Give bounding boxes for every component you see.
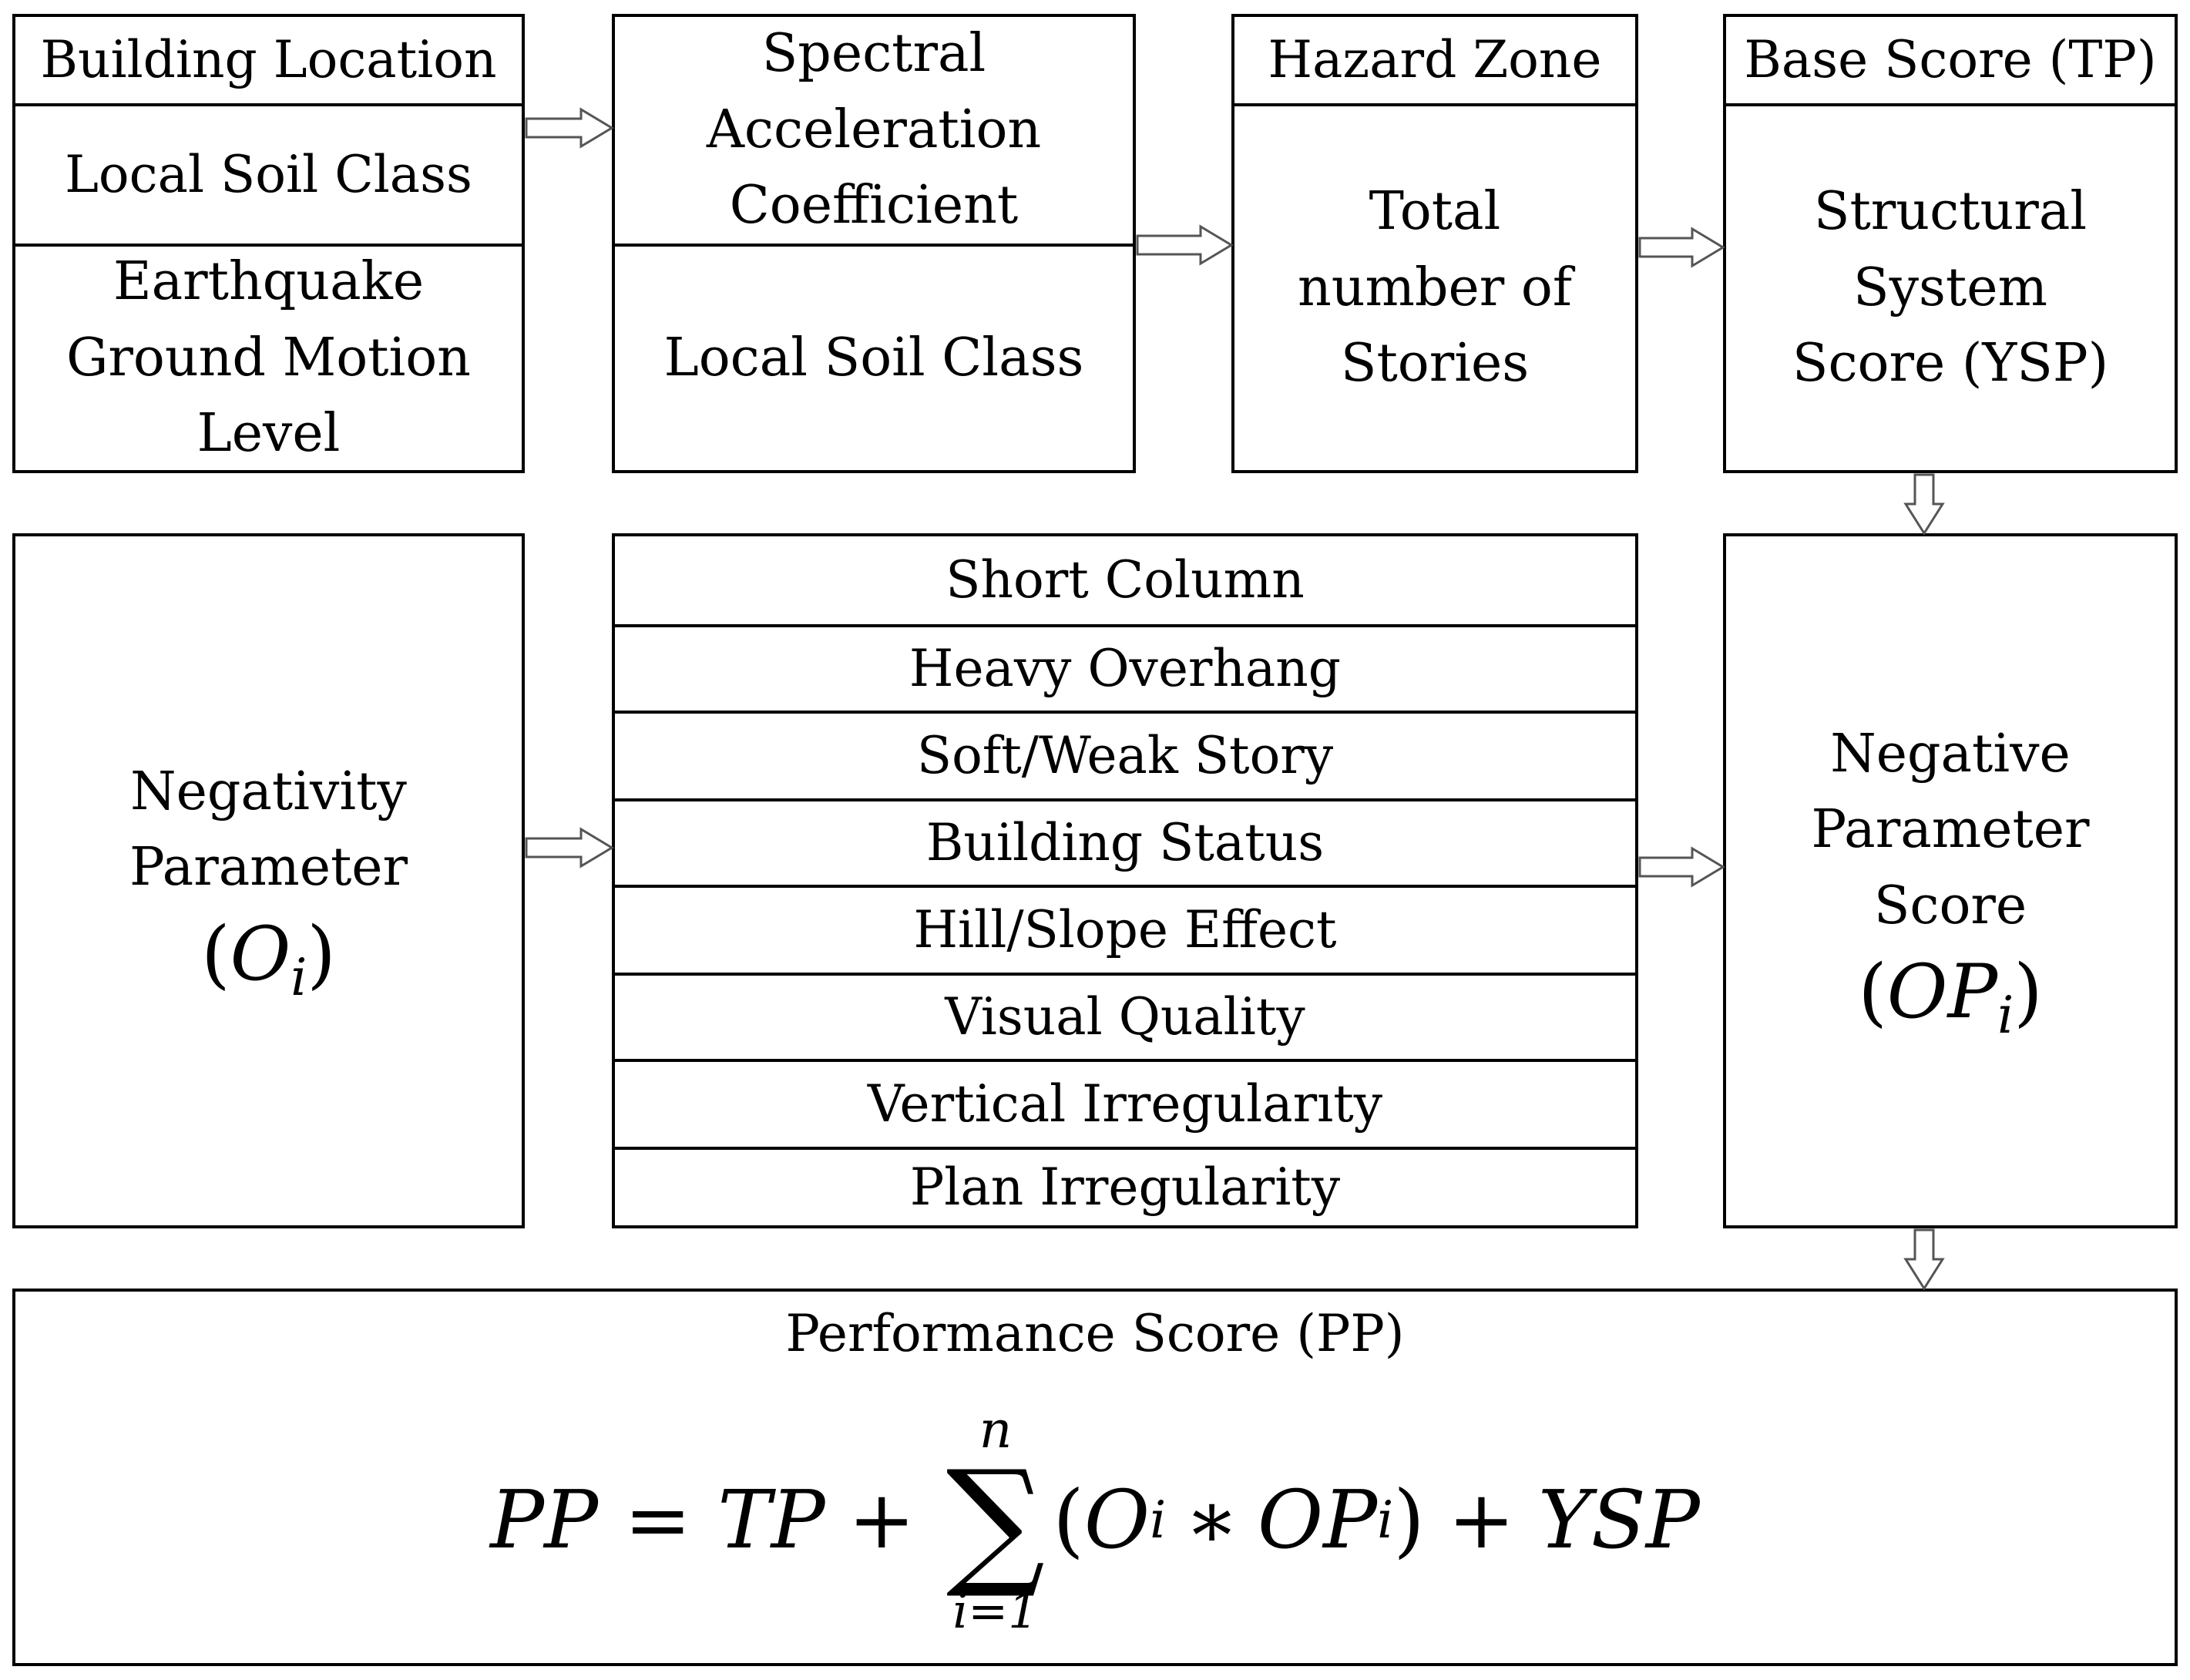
negative-score-symbol-subscript: i [1997,986,2014,1046]
negativity-parameter-label: Negativity Parameter [129,761,408,899]
arrow-down-icon [1903,1228,1945,1291]
arrow-right-icon [1638,846,1725,888]
formula-plus-1: + [848,1473,915,1567]
performance-score-box: Performance Score (PP) PP = TP + n ∑ i=1… [12,1289,2178,1666]
negativity-symbol-o: O [230,911,291,997]
formula-summation: n ∑ i=1 [946,1399,1046,1639]
negative-parameter-score-label: Negative Parameter Score [1811,723,2090,936]
parameter-row: Vertical Irregularıty [615,1059,1635,1147]
spectral-acceleration-title: Spectral Acceleration Coefficient [706,23,1042,237]
arrow-right-icon [525,107,614,149]
parameter-row: Soft/Weak Story [615,711,1635,798]
spectral-acceleration-box: Spectral Acceleration Coefficient Local … [612,14,1136,473]
arrow-down-icon [1903,473,1945,536]
negativity-symbol: (Oi) [201,911,336,1008]
hazard-zone-box: Hazard Zone Total number of Stories [1231,14,1638,473]
summation-upper-limit: n [979,1399,1013,1460]
negativity-parameter-box: Negativity Parameter (Oi) [12,533,525,1228]
base-score-box: Base Score (TP) Structural System Score … [1723,14,2178,473]
local-soil-class-cell: Local Soil Class [15,103,522,244]
formula-equals: = [624,1473,692,1567]
base-score-title: Base Score (TP) [1744,29,2157,89]
total-stories-cell: Total number of Stories [1234,103,1635,470]
hazard-zone-title: Hazard Zone [1268,29,1602,89]
formula-plus-2: + [1447,1473,1515,1567]
formula-times: ∗ [1184,1473,1239,1567]
formula-o-subscript: i [1150,1490,1167,1550]
negativity-parameter-content: Negativity Parameter (Oi) [15,536,522,1225]
building-location-title: Building Location [40,29,497,89]
parameter-row: Building Status [615,798,1635,885]
summation-lower-limit: i=1 [952,1582,1039,1639]
formula-pp: PP [490,1473,599,1567]
structural-system-score-cell: Structural System Score (YSP) [1726,103,2175,470]
formula-open-paren: ( [1053,1473,1084,1567]
formula-o: O [1083,1473,1150,1567]
negative-score-symbol: (OPi) [1858,949,2043,1046]
earthquake-ground-motion-cell: Earthquake Ground Motion Level [15,244,522,470]
formula-ysp: YSP [1537,1473,1700,1567]
negative-parameter-score-content: Negative Parameter Score (OPi) [1726,536,2175,1225]
negative-parameter-score-box: Negative Parameter Score (OPi) [1723,533,2178,1228]
arrow-right-icon [1638,227,1725,268]
performance-score-title: Performance Score (PP) [785,1303,1405,1363]
summation-symbol: ∑ [946,1440,1046,1602]
formula-op: OP [1257,1473,1378,1567]
parameter-row: Plan Irregularity [615,1147,1635,1225]
formula-close-paren: ) [1393,1473,1425,1567]
arrow-right-icon [1136,224,1234,266]
parameter-row: Heavy Overhang [615,624,1635,711]
formula-op-subscript: i [1377,1490,1394,1550]
parameter-row: Hill/Slope Effect [615,885,1635,973]
negative-score-symbol-op: OP [1886,949,1998,1036]
spectral-local-soil-class-cell: Local Soil Class [615,244,1133,470]
parameters-list-box: Short Column Heavy Overhang Soft/Weak St… [612,533,1638,1228]
parameter-row: Visual Quality [615,973,1635,1059]
building-location-box: Building Location Local Soil Class Earth… [12,14,525,473]
formula-tp: TP [717,1473,825,1567]
arrow-right-icon [525,827,614,869]
parameter-row: Short Column [946,549,1305,610]
negativity-symbol-subscript: i [291,948,307,1008]
